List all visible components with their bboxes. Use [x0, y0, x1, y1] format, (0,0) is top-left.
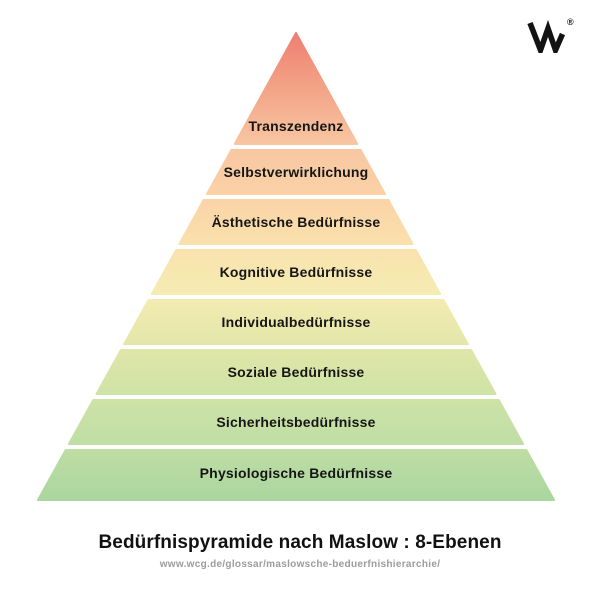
pyramid-level-6-shape	[95, 349, 497, 395]
pyramid-level-5-label: Individualbedürfnisse	[221, 314, 371, 330]
registered-trademark-icon: ®	[567, 17, 574, 27]
pyramid-level-2-label: Selbstverwirklichung	[223, 164, 369, 180]
pyramid-level-7-shape	[67, 399, 525, 445]
pyramid-level-8-label: Physiologische Bedürfnisse	[199, 465, 393, 481]
pyramid-level-4-shape	[150, 249, 442, 295]
pyramid-level-4-label: Kognitive Bedürfnisse	[219, 264, 373, 280]
pyramid-level-2-shape	[206, 149, 386, 195]
pyramid-level-5-shape	[123, 299, 469, 345]
pyramid-level-7-label: Sicherheitsbedürfnisse	[216, 414, 376, 430]
source-url: www.wcg.de/glossar/maslowsche-beduerfnis…	[159, 559, 441, 570]
page-title: Bedürfnispyramide nach Maslow : 8-Ebenen	[98, 532, 502, 553]
wcg-logo: ®	[527, 17, 574, 53]
pyramid-level-3-label: Ästhetische Bedürfnisse	[211, 214, 381, 230]
w-logo-icon	[527, 20, 565, 53]
pyramid-level-1-label: Transzendenz	[248, 118, 344, 134]
pyramid-level-6-label: Soziale Bedürfnisse	[227, 364, 365, 380]
pyramid-level-8-shape	[37, 449, 555, 501]
pyramid-level-3-shape	[178, 199, 414, 245]
pyramid-level-1-shape	[233, 32, 359, 145]
